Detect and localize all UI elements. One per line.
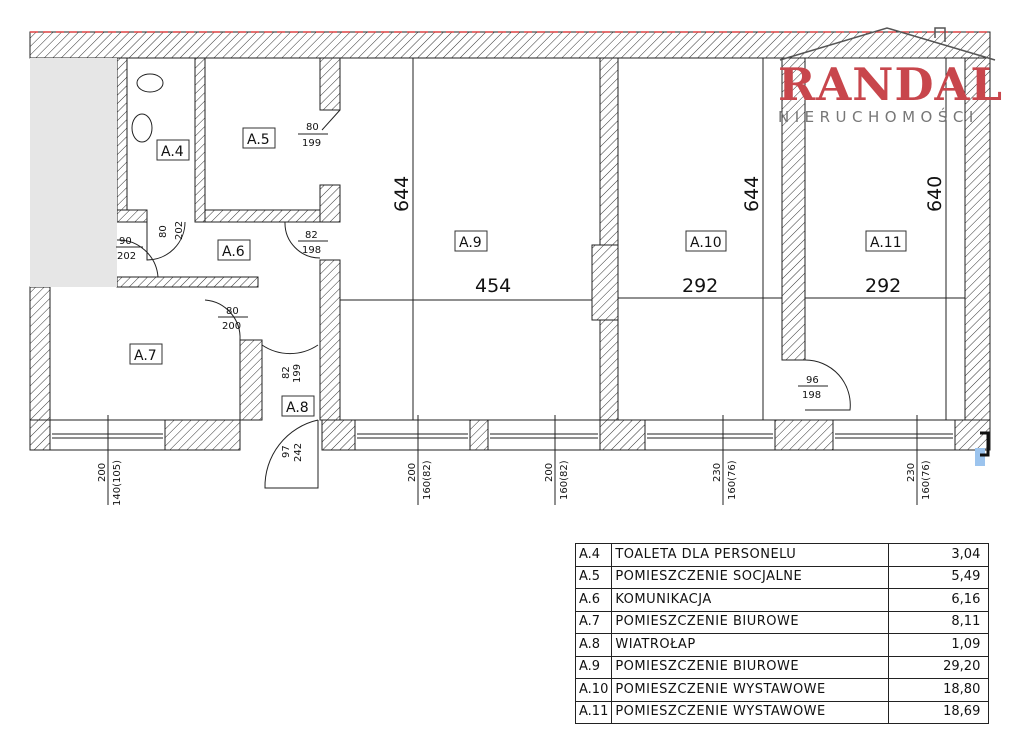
column-bracket [980,431,990,457]
column-marker [975,448,985,466]
room-name-cell: POMIESZCZENIE WYSTAWOWE [611,700,890,724]
svg-text:202: 202 [117,251,136,262]
svg-text:200: 200 [222,321,241,332]
randal-logo: RANDAL NIERUCHOMOŚCI [770,28,1010,133]
room-id-cell: A.7 [574,610,613,634]
svg-text:160(82): 160(82) [559,460,570,500]
room-area-cell: 18,80 [888,678,990,702]
svg-text:202: 202 [174,221,185,240]
room-label-a10: A.10 [690,235,722,251]
svg-text:160(76): 160(76) [921,460,932,500]
room-name-cell: POMIESZCZENIE WYSTAWOWE [611,678,890,702]
room-id-cell: A.9 [574,655,613,679]
room-name-cell: TOALETA DLA PERSONELU [611,543,890,567]
svg-text:230: 230 [712,463,723,482]
room-label-a11: A.11 [870,235,902,251]
dimension-a11-depth: 640 [924,176,946,212]
room-label-a7: A.7 [134,348,157,364]
room-area-cell: 6,16 [888,588,990,612]
svg-text:160(82): 160(82) [422,460,433,500]
room-id-cell: A.8 [574,633,613,657]
room-label-a8: A.8 [286,400,309,416]
svg-text:96: 96 [806,375,819,386]
room-id-cell: A.4 [574,543,613,567]
svg-text:97: 97 [281,445,292,458]
dimension-lines [107,58,965,505]
sink-icon [131,113,153,143]
logo-brand: RANDAL [778,58,1004,111]
room-name-cell: POMIESZCZENIE BIUROWE [611,655,890,679]
room-name-cell: WIATROŁAP [611,633,890,657]
room-area-cell: 3,04 [888,543,990,567]
room-area-cell: 5,49 [888,565,990,589]
room-id-cell: A.11 [574,700,613,724]
svg-text:82: 82 [281,366,292,379]
svg-text:90: 90 [119,236,132,247]
svg-text:80: 80 [226,306,239,317]
dimension-a9-depth: 644 [391,176,413,212]
room-area-cell: 8,11 [888,610,990,634]
logo-subtitle: NIERUCHOMOŚCI [778,108,979,126]
room-name-cell: POMIESZCZENIE SOCJALNE [611,565,890,589]
logo-roof-icon [779,27,996,61]
fixtures [131,73,164,143]
svg-text:242: 242 [293,443,304,462]
room-label-a6: A.6 [222,244,245,260]
svg-text:160(76): 160(76) [727,460,738,500]
svg-text:198: 198 [302,245,321,256]
svg-text:82: 82 [305,230,318,241]
svg-text:230: 230 [906,463,917,482]
dimension-a11-width: 292 [865,275,901,297]
window-dimensions: 200 140(105) 200 160(82) 200 160(82) 230 160… [97,460,932,506]
room-label-a5: A.5 [247,132,270,148]
room-id-cell: A.10 [574,678,613,702]
masked-area [30,58,117,287]
room-name-cell: KOMUNIKACJA [611,588,890,612]
room-id-cell: A.5 [574,565,613,589]
svg-text:199: 199 [302,138,321,149]
svg-text:80: 80 [306,122,319,133]
svg-text:200: 200 [544,463,555,482]
svg-text:80: 80 [158,225,169,238]
room-name-cell: POMIESZCZENIE BIUROWE [611,610,890,634]
room-label-a9: A.9 [459,235,482,251]
svg-text:140(105): 140(105) [112,460,123,506]
svg-text:200: 200 [407,463,418,482]
door-swings [116,109,851,489]
dimension-a10-width: 292 [682,275,718,297]
svg-text:198: 198 [802,390,821,401]
toilet-icon [136,73,164,93]
walls [29,31,991,451]
room-labels [129,127,907,417]
room-id-cell: A.6 [574,588,613,612]
dimension-a10-depth: 644 [741,176,763,212]
room-area-cell: 1,09 [888,633,990,657]
room-area-cell: 18,69 [888,700,990,724]
room-label-a4: A.4 [161,144,184,160]
dimension-a9-width: 454 [475,275,511,297]
room-area-cell: 29,20 [888,655,990,679]
svg-text:199: 199 [292,364,303,383]
svg-text:200: 200 [97,463,108,482]
